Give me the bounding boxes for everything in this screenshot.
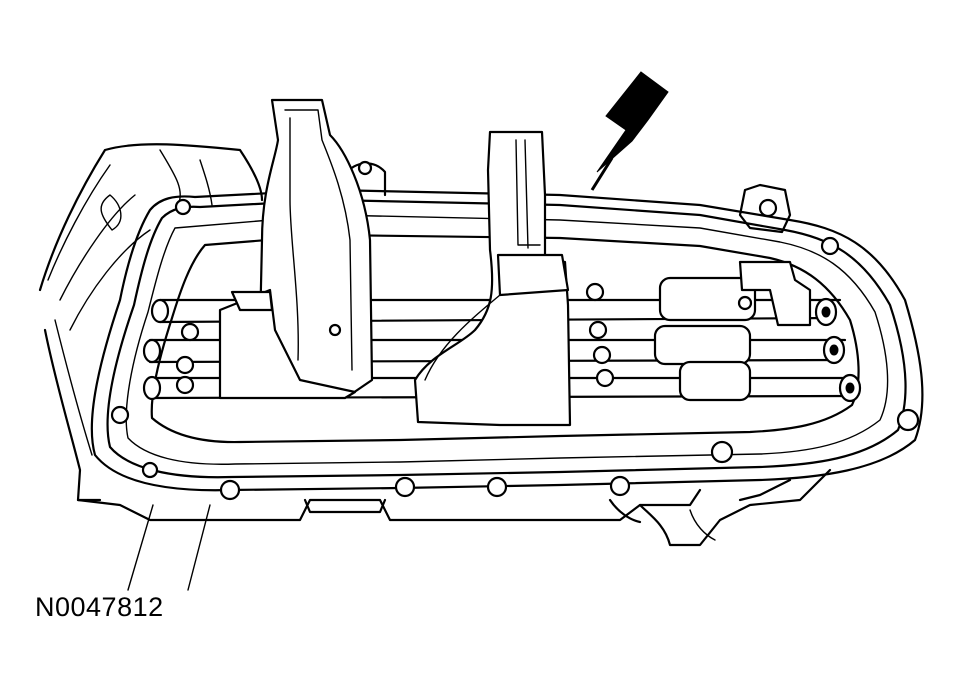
callout-arrow [590, 71, 669, 191]
bearing-cap-bracket-center [413, 130, 572, 427]
oil-pan-sump [76, 468, 832, 547]
figure-id-label: N0047812 [35, 592, 164, 622]
engine-block [38, 143, 264, 502]
flange-tab-right [343, 160, 792, 234]
leader-lines [127, 504, 211, 591]
bearing-cap-bracket-left [218, 98, 374, 400]
flange-bolt-holes [110, 198, 920, 501]
